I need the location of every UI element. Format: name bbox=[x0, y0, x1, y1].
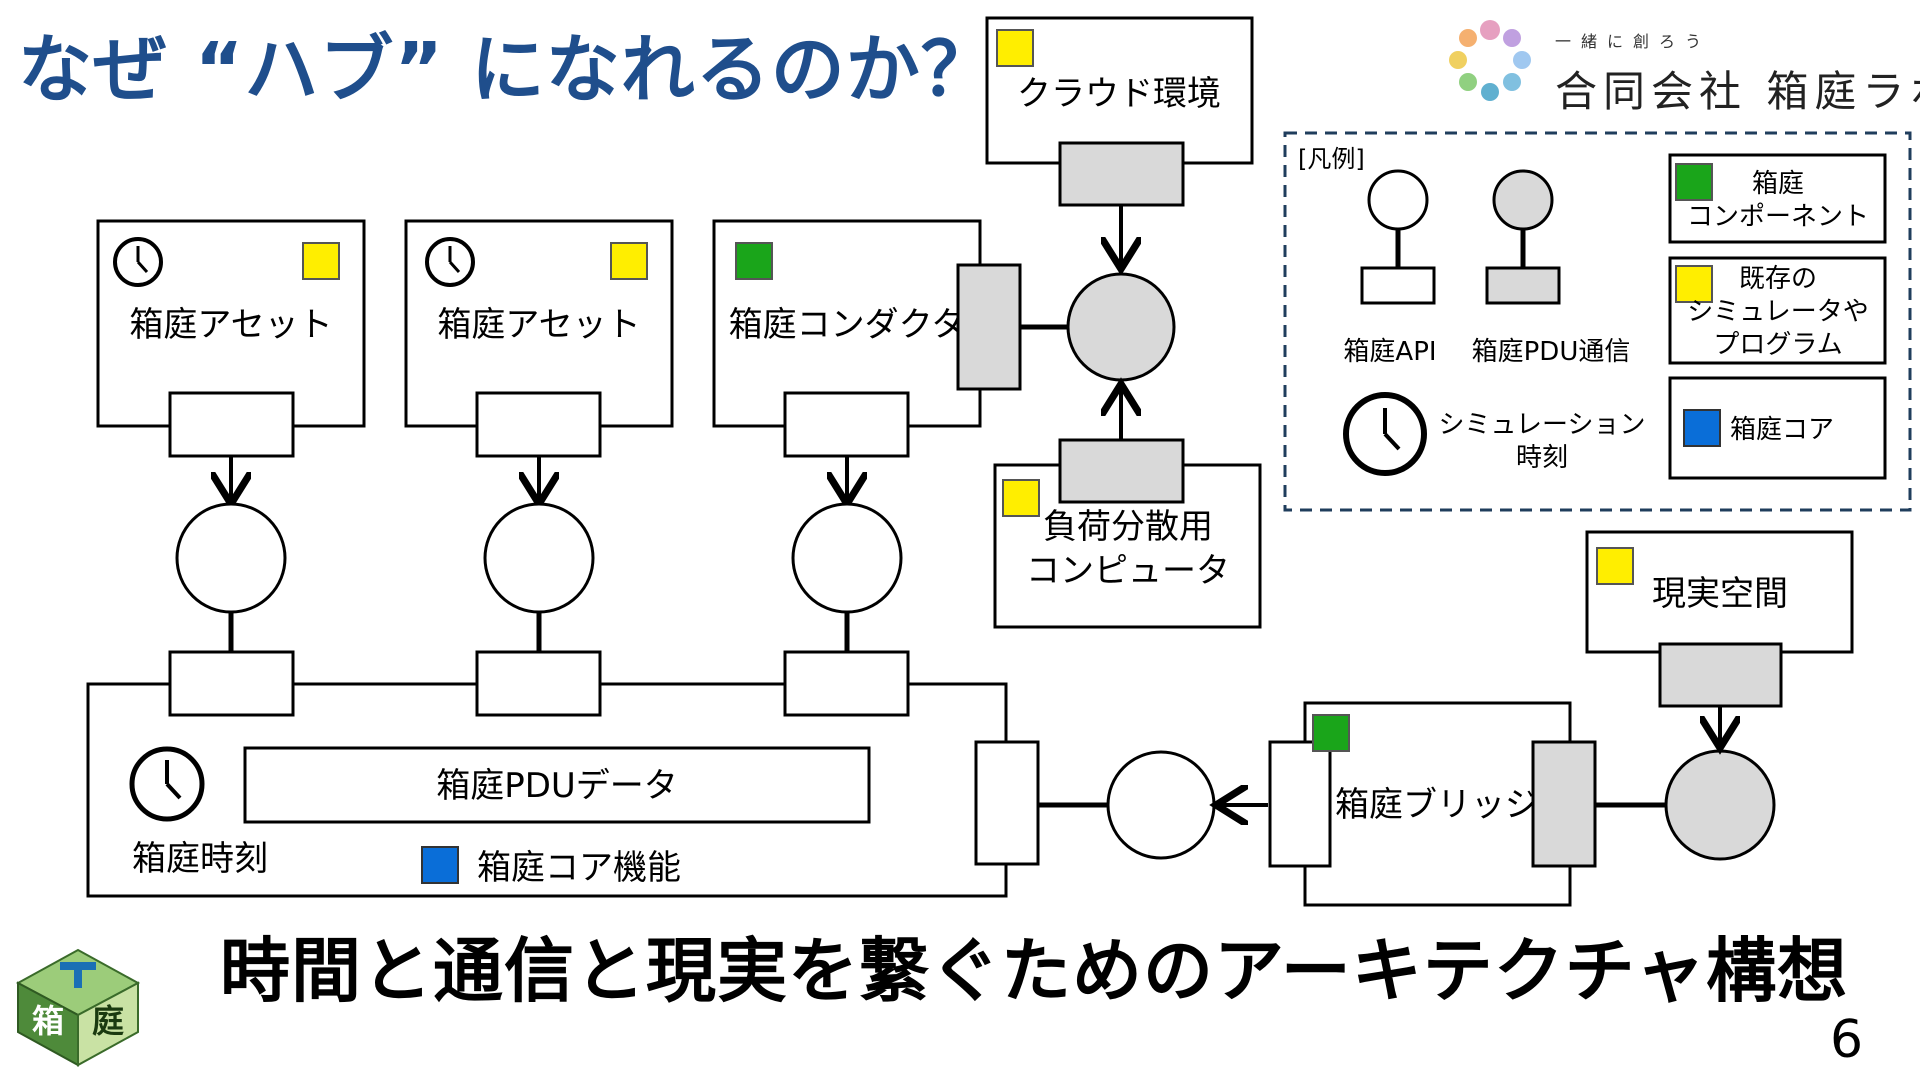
existing-program-marker bbox=[1675, 265, 1713, 303]
clock-icon bbox=[1343, 392, 1427, 476]
component-marker bbox=[1312, 714, 1350, 752]
legend-sim-time-1: シミュレーション bbox=[1439, 410, 1646, 440]
api-node bbox=[483, 502, 595, 614]
hako-time-label: 箱庭時刻 bbox=[132, 839, 268, 879]
cube-char-2: 庭 bbox=[92, 1002, 124, 1040]
pdu-data-box bbox=[243, 746, 871, 824]
legend-title: [凡例] bbox=[1298, 145, 1365, 173]
existing-program-marker bbox=[1002, 479, 1040, 517]
legend-existing-3: プログラム bbox=[1713, 330, 1842, 360]
core-port bbox=[783, 650, 910, 717]
api-node bbox=[791, 502, 903, 614]
core-port bbox=[168, 650, 295, 717]
real-space-label: 現実空間 bbox=[1652, 574, 1788, 614]
existing-program-marker bbox=[302, 242, 340, 280]
legend-component-1: 箱庭 bbox=[1752, 169, 1804, 199]
core-side-port bbox=[974, 740, 1040, 866]
existing-program-marker bbox=[996, 29, 1034, 67]
hako-asset-1: 箱庭アセット bbox=[96, 219, 366, 458]
real-space: 現実空間 bbox=[1585, 530, 1854, 708]
clock-icon bbox=[113, 237, 163, 287]
pdu-node bbox=[1664, 749, 1776, 861]
legend-api-label: 箱庭API bbox=[1343, 337, 1436, 367]
conductor-label: 箱庭コンダクタ bbox=[729, 305, 966, 345]
hako-asset-2: 箱庭アセット bbox=[404, 219, 674, 458]
hako-core: 箱庭時刻 箱庭PDUデータ 箱庭コア機能 bbox=[86, 650, 1040, 898]
slide-title: なぜ “ハブ” になれるのか？ bbox=[18, 27, 996, 113]
core-function-label: 箱庭コア機能 bbox=[477, 848, 681, 888]
api-port bbox=[475, 391, 602, 458]
component-marker bbox=[735, 242, 773, 280]
company-logo-icon bbox=[1449, 20, 1531, 101]
existing-program-marker bbox=[610, 242, 648, 280]
core-port bbox=[475, 650, 602, 717]
pdu-hub-node bbox=[1066, 272, 1176, 382]
cube-char-1: 箱 bbox=[32, 1002, 64, 1040]
load-balancer-label-1: 負荷分散用 bbox=[1043, 507, 1213, 547]
cloud-environment: クラウド環境 bbox=[985, 16, 1254, 207]
legend: [凡例] 箱庭API 箱庭PDU通信 シミュレーション 時刻 箱庭 コンポーネン… bbox=[1283, 131, 1912, 512]
pdu-port bbox=[1058, 438, 1185, 504]
asset-2-label: 箱庭アセット bbox=[437, 305, 640, 345]
api-node bbox=[1106, 750, 1216, 860]
legend-sim-time-2: 時刻 bbox=[1516, 443, 1568, 473]
api-node bbox=[175, 502, 287, 614]
hako-conductor: 箱庭コンダクタ bbox=[712, 219, 1022, 458]
clock-icon bbox=[129, 746, 205, 822]
legend-pdu-label: 箱庭PDU通信 bbox=[1472, 337, 1631, 367]
core-marker bbox=[421, 846, 459, 884]
load-balancer-computer: 負荷分散用 コンピュータ bbox=[993, 438, 1262, 629]
hako-cube-logo-icon: 箱 庭 bbox=[15, 948, 141, 1067]
pdu-port bbox=[1658, 642, 1783, 708]
legend-core-label: 箱庭コア bbox=[1730, 415, 1834, 445]
pdu-port bbox=[1531, 740, 1597, 868]
hako-bridge: 箱庭ブリッジ bbox=[1268, 701, 1597, 907]
legend-component-2: コンポーネント bbox=[1687, 202, 1869, 232]
core-marker bbox=[1683, 409, 1721, 447]
pdu-port bbox=[1058, 141, 1185, 207]
page-number: 6 bbox=[1830, 1010, 1864, 1070]
legend-existing-2: シミュレータや bbox=[1687, 297, 1868, 327]
legend-existing-1: 既存の bbox=[1739, 264, 1817, 294]
api-port bbox=[168, 391, 295, 458]
existing-program-marker bbox=[1596, 547, 1634, 585]
api-port bbox=[783, 391, 910, 458]
api-port bbox=[1268, 740, 1332, 868]
asset-1-label: 箱庭アセット bbox=[129, 305, 332, 345]
clock-icon bbox=[425, 237, 475, 287]
cloud-label: クラウド環境 bbox=[1017, 74, 1221, 114]
load-balancer-label-2: コンピュータ bbox=[1026, 551, 1230, 591]
bridge-label: 箱庭ブリッジ bbox=[1335, 785, 1539, 825]
slide-subtitle: 時間と通信と現実を繋ぐためのアーキテクチャ構想 bbox=[220, 930, 1849, 1012]
logo-company-name: 合同会社 箱庭ラボ bbox=[1555, 67, 1920, 116]
logo-tagline: 一緒に創ろう bbox=[1555, 32, 1712, 51]
pdu-port bbox=[956, 263, 1022, 391]
pdu-data-label: 箱庭PDUデータ bbox=[436, 766, 678, 806]
component-marker bbox=[1675, 163, 1713, 201]
